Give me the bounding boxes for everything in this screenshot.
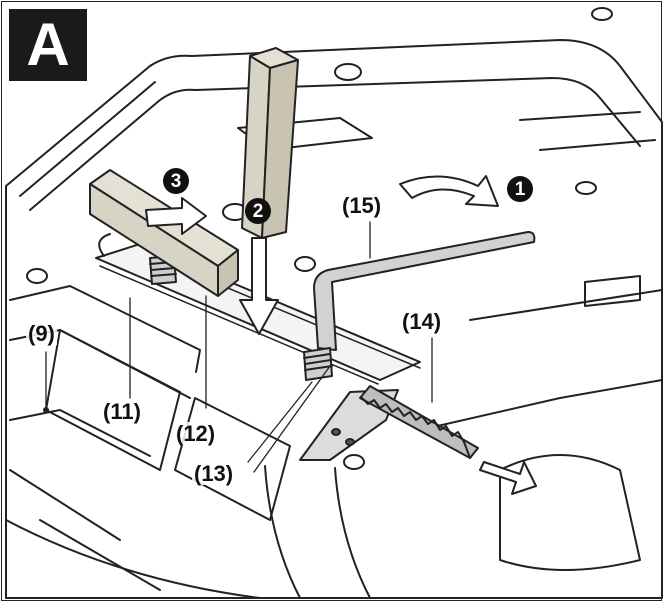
plate-hole <box>575 181 597 195</box>
step-1-badge: 1 <box>507 176 533 202</box>
shoe-panel <box>174 397 291 521</box>
base-plate-rim <box>19 81 156 197</box>
wood-block-horizontal-end <box>217 249 239 297</box>
plate-ridge <box>519 111 641 121</box>
arrow-right <box>145 197 207 235</box>
shoe-rail <box>9 469 121 541</box>
arrow-rotate <box>399 175 499 207</box>
clamp-rivet <box>331 428 341 436</box>
plate-hole <box>334 63 362 81</box>
shoe-channel <box>264 465 301 599</box>
shoe-rail <box>9 285 201 373</box>
leader-13b <box>253 365 331 473</box>
plate-hole <box>26 268 48 284</box>
shoe-rail <box>39 519 161 591</box>
wood-block-vertical-side <box>261 59 299 239</box>
guide-bar-cable <box>98 233 111 257</box>
plate-side-edge <box>419 379 663 431</box>
plate-cutout <box>499 454 641 571</box>
clamp-rivet <box>345 438 355 446</box>
shoe-channel <box>334 467 371 599</box>
arrow-down <box>239 237 279 335</box>
callout-14: (14) <box>400 309 444 334</box>
arrow-exit <box>479 461 537 495</box>
callout-9: (9) <box>26 321 57 346</box>
shoe-rail <box>9 409 151 457</box>
plate-hole <box>294 256 316 272</box>
leader-13a <box>247 381 313 463</box>
step-3-badge: 3 <box>163 168 189 194</box>
callout-13: (13) <box>192 461 236 486</box>
callout-12: (12) <box>174 421 218 446</box>
saw-blade-teeth <box>361 397 471 459</box>
screw-thread <box>303 353 333 371</box>
plate-ridge <box>539 139 656 151</box>
shoe-panel <box>45 329 181 471</box>
base-plate-inner-edge <box>29 77 641 211</box>
plate-hole <box>343 454 365 470</box>
plate-hole <box>591 7 613 21</box>
hex-key <box>313 231 536 351</box>
plate-side-edge <box>469 289 663 321</box>
plate-slot <box>584 275 641 307</box>
leader-9-dot <box>43 407 49 413</box>
step-2-badge: 2 <box>245 198 271 224</box>
callout-11: (11) <box>101 399 143 424</box>
panel-label: A <box>9 9 87 81</box>
callout-15: (15) <box>340 193 384 218</box>
